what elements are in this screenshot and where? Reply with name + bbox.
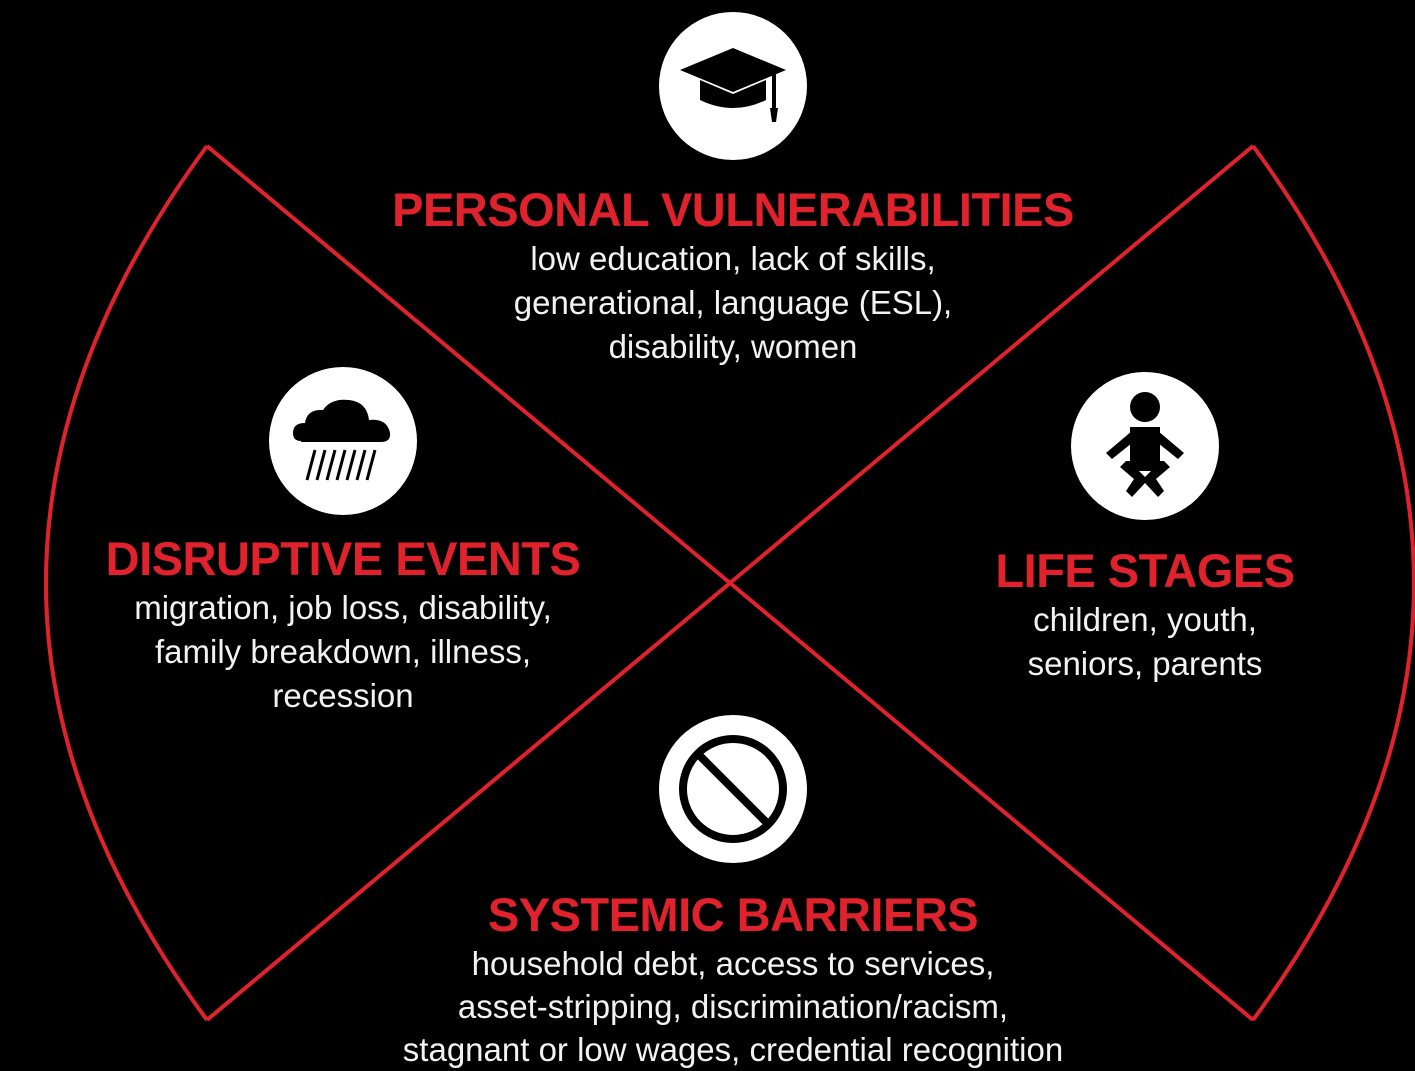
prohibited-icon	[659, 715, 807, 863]
section-disruptive-events: DISRUPTIVE EVENTS migration, job loss, d…	[43, 535, 643, 718]
section-systemic-barriers: SYSTEMIC BARRIERS household debt, access…	[333, 891, 1133, 1071]
personal-line-2: generational, language (ESL),	[513, 284, 953, 321]
disruptive-title: DISRUPTIVE EVENTS	[105, 532, 581, 585]
right-arc	[1251, 144, 1415, 1022]
rain-cloud-icon	[269, 367, 417, 515]
disruptive-line-2: family breakdown, illness,	[155, 633, 531, 670]
personal-line-1: low education, lack of skills,	[530, 240, 936, 277]
personal-description: low education, lack of skills, generatio…	[333, 237, 1133, 369]
systemic-description: household debt, access to services, asse…	[333, 942, 1133, 1071]
personal-line-3: disability, women	[608, 328, 858, 365]
diagonal-line-2	[205, 144, 1255, 1022]
systemic-line-2: asset-stripping, discrimination/racism,	[457, 988, 1009, 1025]
disruptive-line-1: migration, job loss, disability,	[134, 589, 552, 626]
section-life-stages: LIFE STAGES children, youth, seniors, pa…	[985, 547, 1305, 686]
left-arc	[44, 144, 209, 1022]
life-title: LIFE STAGES	[995, 544, 1295, 597]
disruptive-line-3: recession	[272, 677, 414, 714]
life-line-1: children, youth,	[1033, 601, 1257, 638]
personal-title: PERSONAL VULNERABILITIES	[392, 183, 1074, 236]
disruptive-description: migration, job loss, disability, family …	[43, 586, 643, 718]
life-description: children, youth, seniors, parents	[985, 598, 1305, 686]
graduation-cap-icon	[659, 12, 807, 160]
systemic-line-1: household debt, access to services,	[471, 945, 995, 982]
life-line-2: seniors, parents	[1027, 645, 1263, 682]
baby-icon	[1071, 372, 1219, 520]
systemic-line-3: stagnant or low wages, credential recogn…	[402, 1031, 1064, 1068]
section-personal-vulnerabilities: PERSONAL VULNERABILITIES low education, …	[333, 186, 1133, 369]
systemic-title: SYSTEMIC BARRIERS	[487, 888, 979, 941]
